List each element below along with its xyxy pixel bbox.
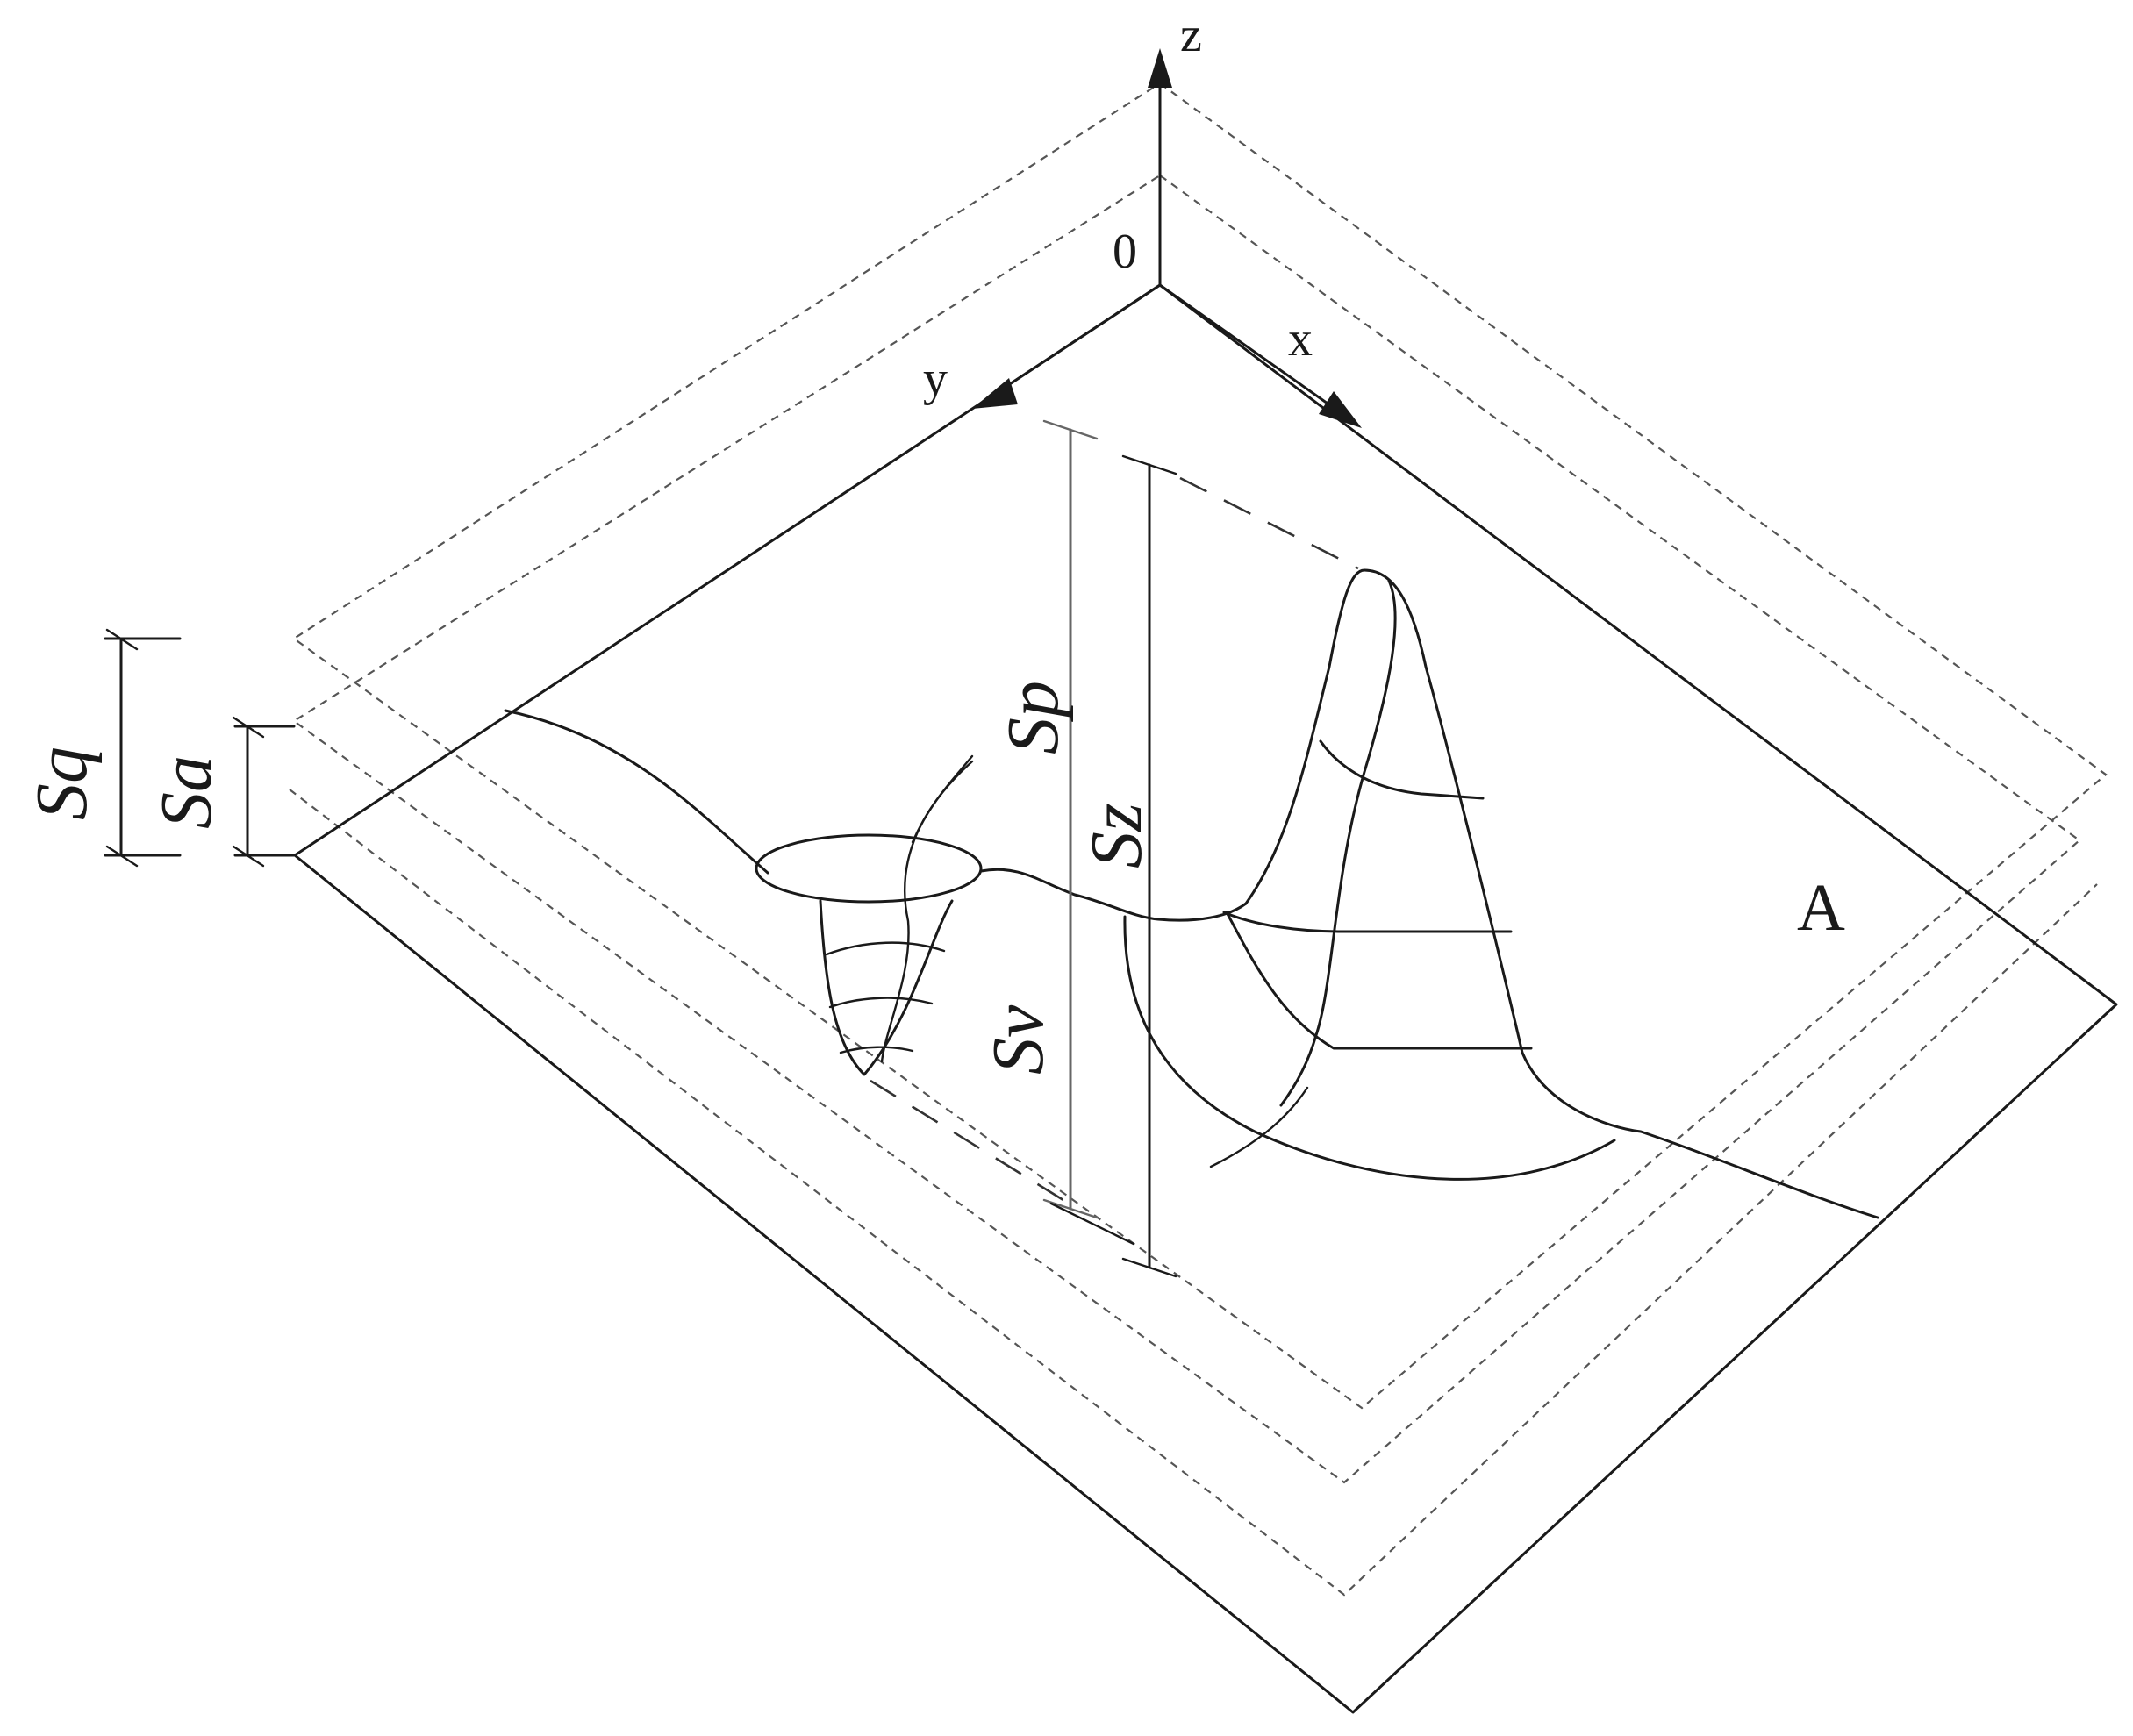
sv-diagonal-line — [1049, 1202, 1135, 1246]
reference-planes — [289, 82, 2108, 1597]
sa-bottom-tick — [232, 845, 265, 868]
coordinate-axes — [972, 48, 1362, 428]
sq-bottom-tick — [105, 845, 139, 868]
mean-plane — [289, 789, 2098, 1597]
peak-projection-line — [1179, 476, 1359, 570]
sp-label: Sp — [992, 681, 1074, 754]
valley-axis-curve — [880, 760, 974, 1063]
x-axis-arrowhead — [1319, 391, 1362, 428]
area-label: A — [1797, 871, 1845, 945]
sq-label: Sq — [21, 747, 103, 820]
x-axis-line — [1158, 283, 1344, 416]
y-axis-arrowhead — [972, 378, 1018, 409]
middle-reference-plane — [292, 174, 2081, 1484]
origin-label: 0 — [1113, 225, 1137, 279]
peak-contour-3 — [1225, 911, 1533, 1050]
peak-contour-1 — [1319, 739, 1485, 800]
z-axis-arrowhead — [1148, 48, 1172, 88]
peak-contour-2 — [1222, 911, 1513, 933]
upper-reference-plane — [292, 82, 2108, 1410]
sa-label: Sa — [146, 755, 227, 829]
base-plane — [293, 283, 2118, 1714]
sa-top-tick — [232, 716, 265, 739]
x-axis-label: x — [1288, 312, 1313, 367]
sv-label: Sv — [977, 1004, 1059, 1075]
sz-label: Sz — [1076, 803, 1157, 868]
left-profile-curve — [504, 709, 769, 875]
sq-top-tick — [105, 628, 139, 651]
peak-base-curve — [1123, 915, 1616, 1181]
sp-leader-line — [911, 754, 974, 844]
sp-sv-bottom-tick — [1042, 1198, 1099, 1219]
y-axis-line — [985, 283, 1162, 401]
valley-projection-line — [870, 1079, 1078, 1211]
peak-inner-base-curve — [1209, 1086, 1309, 1168]
roughness-brackets — [104, 628, 296, 868]
sz-top-tick — [1121, 454, 1177, 475]
projection-lines — [870, 476, 1359, 1211]
z-axis-label: z — [1180, 8, 1202, 62]
surface-profile — [504, 568, 1879, 1219]
y-axis-label: y — [923, 352, 948, 406]
peak-front-ridge — [1279, 579, 1397, 1107]
peak-outline — [1244, 568, 1879, 1219]
sp-sv-top-tick — [1042, 419, 1099, 440]
height-measures — [1042, 419, 1177, 1278]
sz-bottom-tick — [1121, 1257, 1177, 1278]
valley-contour — [825, 941, 946, 1054]
valley-wall — [819, 899, 954, 1076]
valley-rim — [755, 833, 983, 904]
middle-profile-curve — [979, 868, 1248, 922]
